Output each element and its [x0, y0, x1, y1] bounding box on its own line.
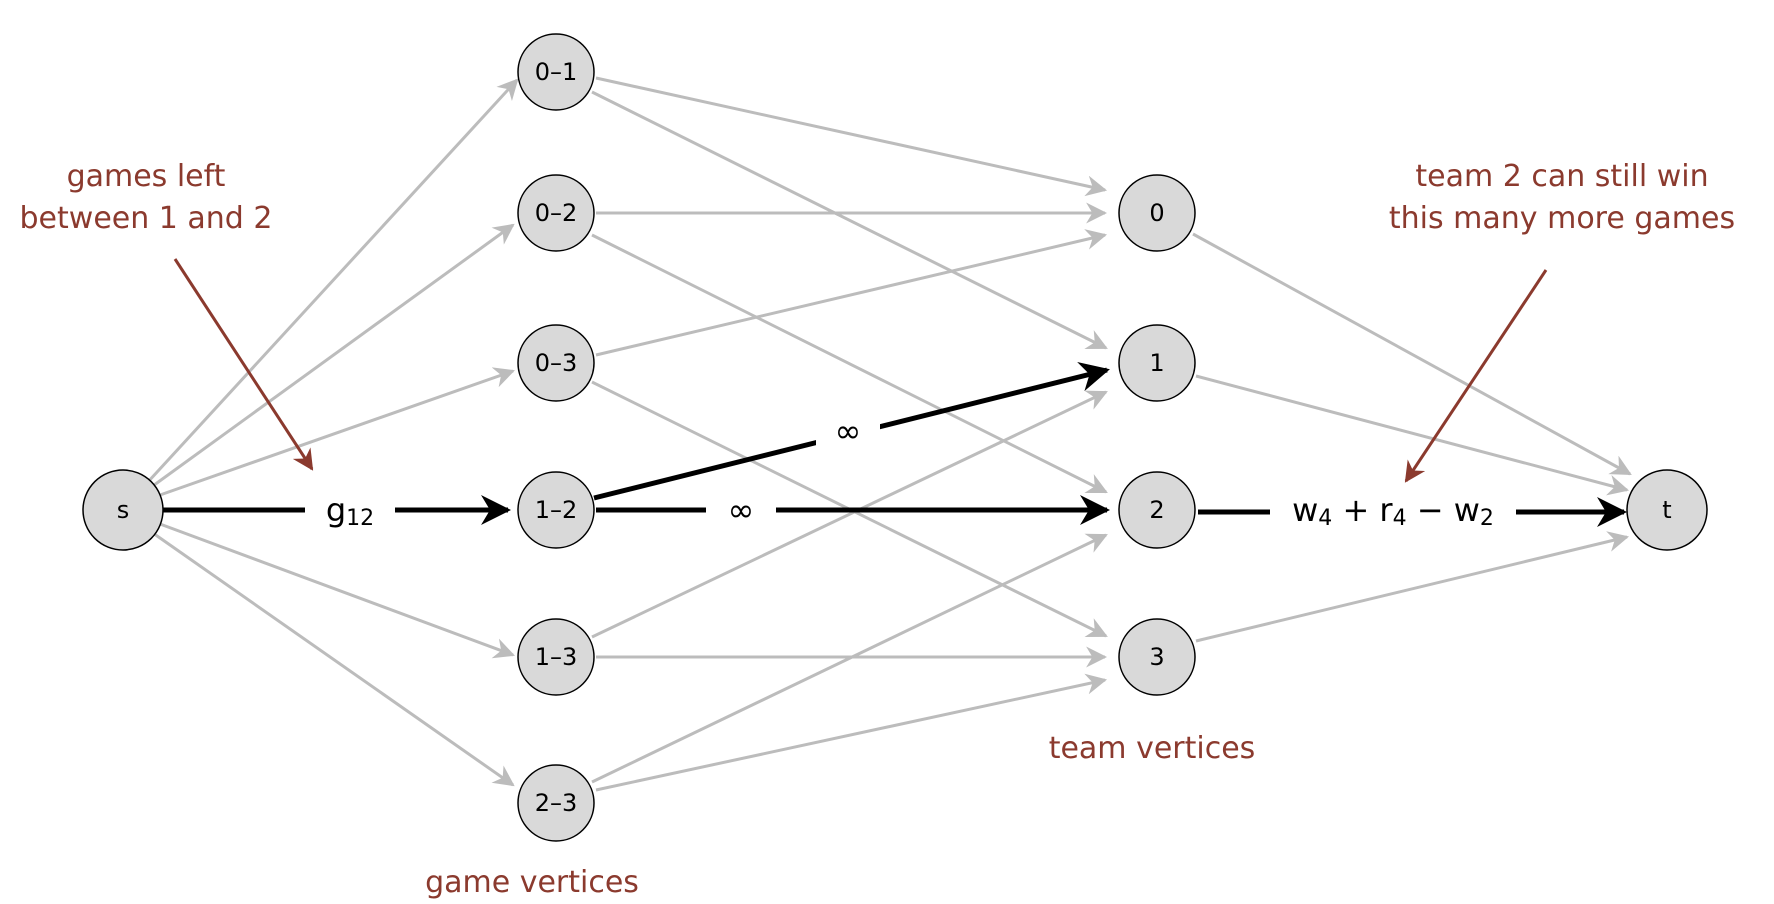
edge-13-1	[591, 390, 1108, 639]
edge-s-03	[159, 367, 515, 497]
edge-s-01	[145, 78, 519, 485]
game-vertex: 1–2	[517, 471, 595, 549]
svg-text:0–1: 0–1	[535, 58, 578, 86]
team-vertex: 0	[1118, 174, 1196, 252]
sink-vertex: t	[1626, 469, 1708, 551]
game-vertex: 0–3	[517, 324, 595, 402]
label-infinity-2: ∞	[728, 491, 755, 529]
edge-s-02	[149, 223, 515, 490]
svg-text:2: 2	[1149, 496, 1164, 524]
team-vertex: 2	[1118, 471, 1196, 549]
team-can-win-line-2: this many more games	[1389, 201, 1735, 236]
arrow-games-left	[173, 258, 314, 471]
svg-text:1: 1	[1149, 349, 1164, 377]
svg-text:2–3: 2–3	[535, 789, 578, 817]
team-vertex: 1	[1118, 324, 1196, 402]
label-capacity-2-t: w4 + r4 − w2	[1292, 491, 1494, 531]
edge-01-0	[595, 76, 1108, 197]
team-can-win-line-1: team 2 can still win	[1415, 159, 1708, 194]
games-left-line-2: between 1 and 2	[20, 201, 273, 236]
annotation-arrows	[173, 258, 1548, 483]
team-vertices: 0 1 2 3	[1118, 174, 1196, 696]
source-label: s	[117, 496, 130, 524]
team-vertices-label: team vertices	[1049, 731, 1256, 766]
svg-text:0–3: 0–3	[535, 349, 578, 377]
svg-text:0–2: 0–2	[535, 199, 578, 227]
svg-text:3: 3	[1149, 643, 1164, 671]
label-infinity-1: ∞	[835, 412, 862, 450]
arrow-team-can-win	[1404, 269, 1548, 483]
svg-text:0: 0	[1149, 199, 1164, 227]
game-to-team-edges	[591, 76, 1108, 792]
highlighted-path: g12 ∞ ∞ w4 + r4 − w2	[163, 361, 1627, 532]
label-g12: g12	[326, 491, 374, 531]
edge-01-1	[591, 90, 1108, 350]
game-vertices-label: game vertices	[425, 865, 639, 900]
game-vertex: 2–3	[517, 764, 595, 842]
game-vertex: 1–3	[517, 618, 595, 696]
annotation-labels: games left between 1 and 2 team 2 can st…	[20, 159, 1736, 900]
edge-0-t	[1192, 232, 1632, 476]
team-to-sink-edges	[1192, 232, 1632, 643]
game-vertices: 0–1 0–2 0–3 1–2 1–3 2–3	[517, 33, 595, 842]
game-vertex: 0–1	[517, 33, 595, 111]
source-vertex: s	[82, 469, 164, 551]
edge-s-23	[149, 529, 515, 787]
edge-3-t	[1195, 531, 1630, 643]
edge-23-2	[591, 533, 1108, 784]
svg-text:1–2: 1–2	[535, 496, 578, 524]
game-vertex: 0–2	[517, 174, 595, 252]
team-vertex: 3	[1118, 618, 1196, 696]
edge-02-2	[591, 233, 1108, 494]
games-left-line-1: games left	[67, 159, 226, 194]
edge-03-0	[595, 229, 1108, 357]
edge-s-13	[159, 522, 515, 659]
svg-text:1–3: 1–3	[535, 643, 578, 671]
source-to-game-edges	[145, 78, 519, 787]
edge-23-3	[595, 673, 1108, 792]
edge-1-t	[1195, 374, 1630, 496]
sink-label: t	[1662, 496, 1671, 524]
